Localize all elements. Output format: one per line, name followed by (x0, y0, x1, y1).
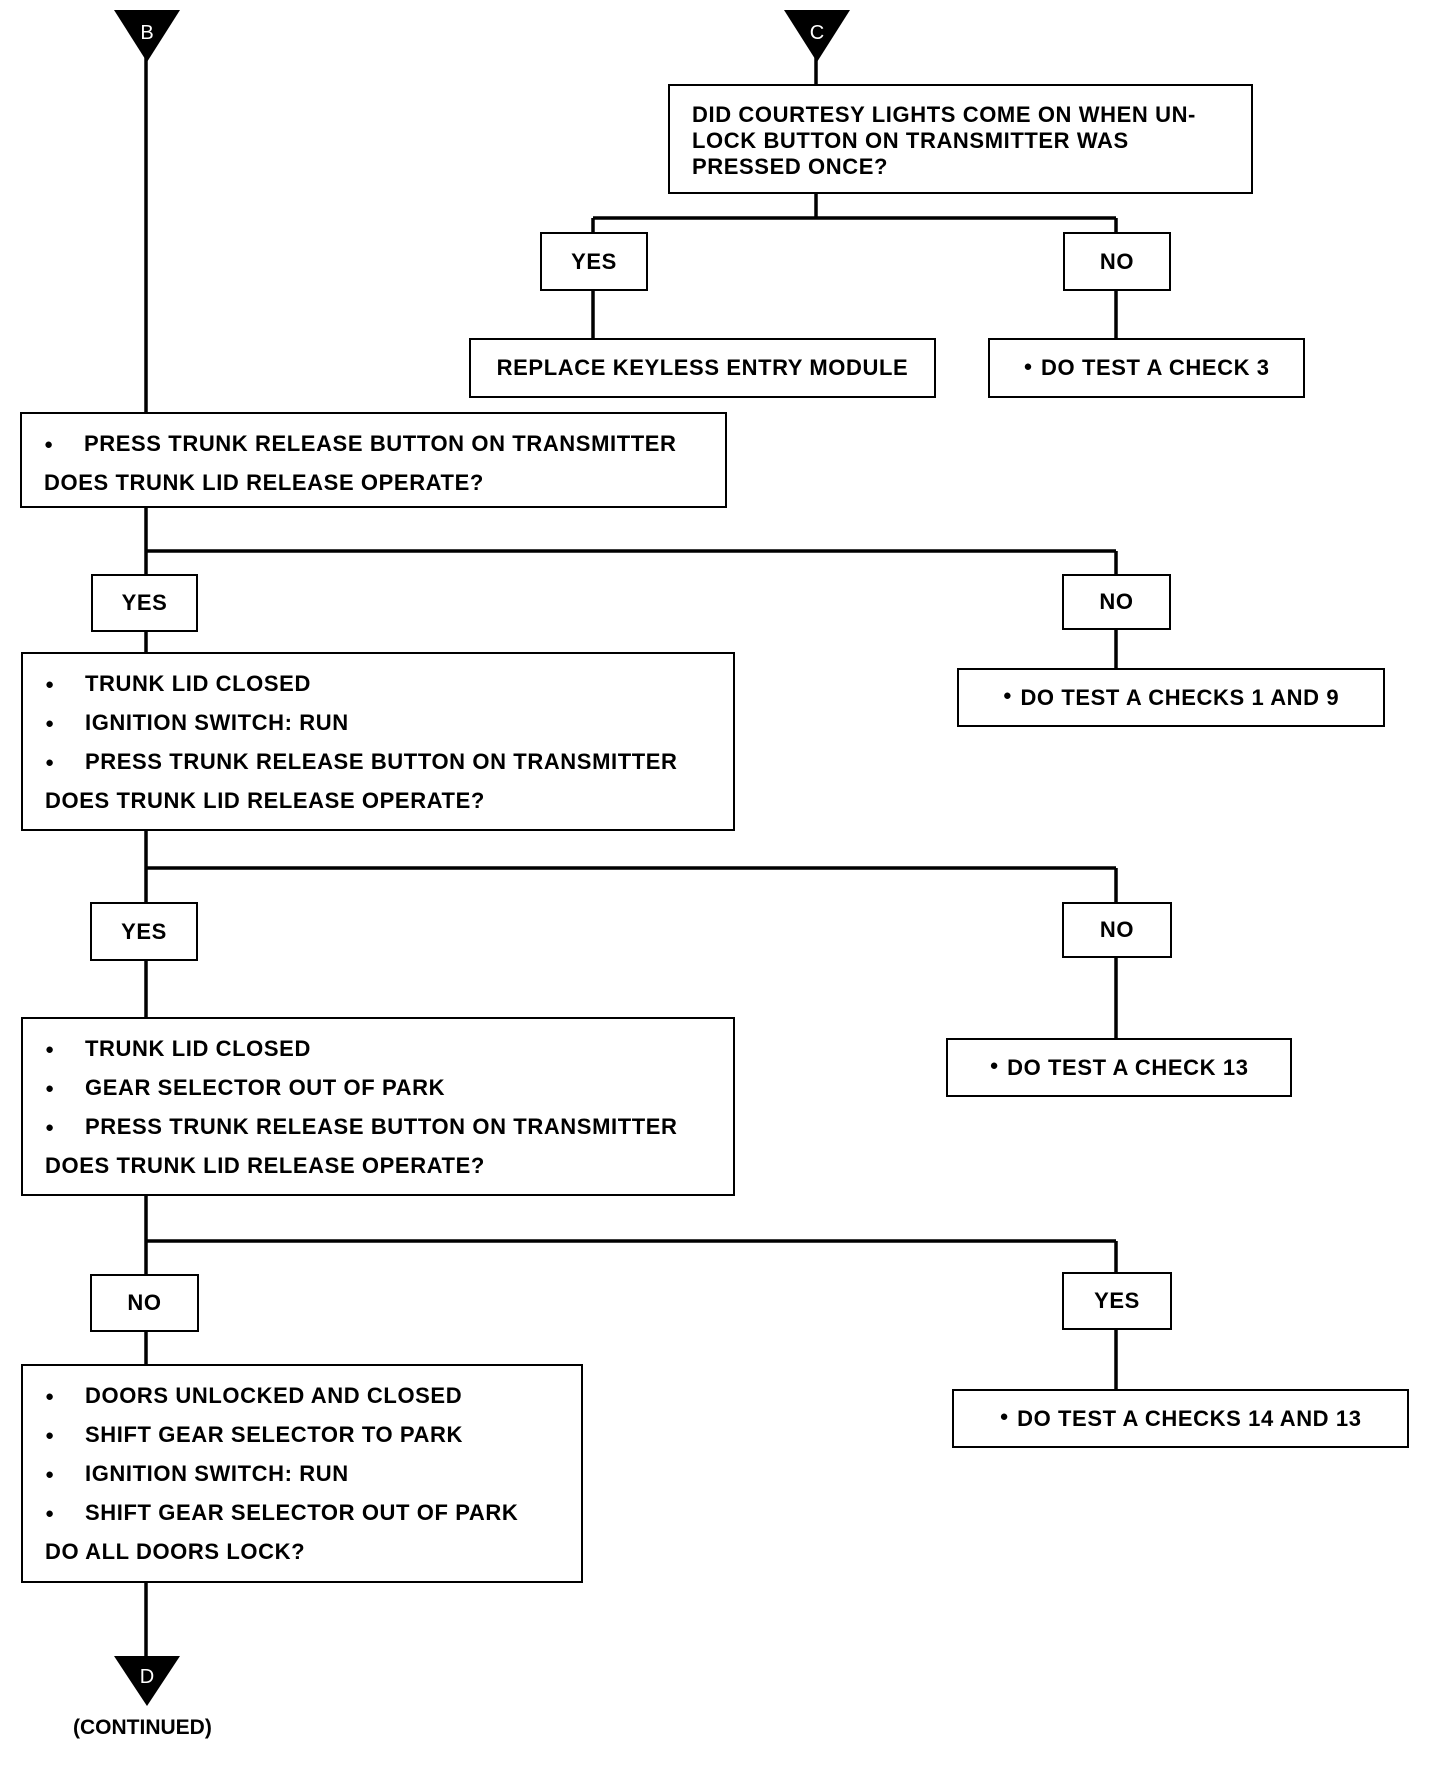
bullet-icon: ● (989, 1057, 1000, 1074)
bullet-icon: ● (1002, 687, 1013, 704)
question-line: DID COURTESY LIGHTS COME ON WHEN UN- (692, 102, 1196, 127)
connector-c-label: C (809, 22, 825, 44)
yes-label: YES (1094, 1288, 1140, 1313)
step-question: DOES TRUNK LID RELEASE OPERATE? (44, 470, 484, 495)
bullet-icon (45, 664, 85, 706)
test-a-check-13-box: ● DO TEST A CHECK 13 (946, 1038, 1292, 1097)
courtesy-lights-question-box: DID COURTESY LIGHTS COME ON WHEN UN- LOC… (668, 84, 1253, 194)
yes-label: YES (121, 590, 168, 615)
step-bullet: SHIFT GEAR SELECTOR OUT OF PARK (45, 1493, 559, 1532)
bullet-icon: ● (999, 1408, 1010, 1425)
action-label: REPLACE KEYLESS ENTRY MODULE (496, 355, 909, 380)
bullet-icon (44, 424, 84, 466)
step3-no-box: NO (90, 1274, 199, 1332)
bullet-icon (45, 742, 85, 784)
step-question: DO ALL DOORS LOCK? (45, 1539, 306, 1564)
step3-box: TRUNK LID CLOSED GEAR SELECTOR OUT OF PA… (21, 1017, 735, 1196)
step4-box: DOORS UNLOCKED AND CLOSED SHIFT GEAR SEL… (21, 1364, 583, 1583)
step1-yes-box: YES (91, 574, 198, 632)
c-yes-box: YES (540, 232, 648, 291)
bullet-icon (45, 1029, 85, 1071)
step2-box: TRUNK LID CLOSED IGNITION SWITCH: RUN PR… (21, 652, 735, 831)
action-label: DO TEST A CHECKS 1 AND 9 (1020, 684, 1340, 710)
action-label: DO TEST A CHECK 13 (1007, 1054, 1249, 1080)
question-line: PRESSED ONCE? (692, 154, 889, 179)
step-question: DOES TRUNK LID RELEASE OPERATE? (45, 788, 485, 813)
no-label: NO (127, 1290, 162, 1315)
c-no-box: NO (1063, 232, 1171, 291)
step-question: DOES TRUNK LID RELEASE OPERATE? (45, 1153, 485, 1178)
test-a-checks-1-9-box: ● DO TEST A CHECKS 1 AND 9 (957, 668, 1385, 727)
bullet-icon: ● (1023, 357, 1034, 375)
step-bullet: IGNITION SWITCH: RUN (45, 1454, 559, 1493)
continued-label: (CONTINUED) (73, 1716, 212, 1739)
connector-c-triangle (784, 10, 850, 62)
step2-yes-box: YES (90, 902, 198, 961)
no-label: NO (1099, 248, 1135, 274)
step-bullet: PRESS TRUNK RELEASE BUTTON ON TRANSMITTE… (44, 424, 703, 463)
step1-no-box: NO (1062, 574, 1171, 630)
step-bullet: TRUNK LID CLOSED (45, 664, 711, 703)
step-bullet: GEAR SELECTOR OUT OF PARK (45, 1068, 711, 1107)
step-bullet: SHIFT GEAR SELECTOR TO PARK (45, 1415, 559, 1454)
step-bullet: TRUNK LID CLOSED (45, 1029, 711, 1068)
step-bullet: PRESS TRUNK RELEASE BUTTON ON TRANSMITTE… (45, 742, 711, 781)
step-bullet: IGNITION SWITCH: RUN (45, 703, 711, 742)
connector-b-label: B (140, 22, 154, 44)
yes-label: YES (571, 248, 617, 274)
bullet-icon (45, 1068, 85, 1110)
step2-no-box: NO (1062, 902, 1172, 958)
no-label: NO (1099, 917, 1135, 942)
action-label: DO TEST A CHECKS 14 AND 13 (1017, 1405, 1362, 1431)
step-bullet: DOORS UNLOCKED AND CLOSED (45, 1376, 559, 1415)
replace-module-box: REPLACE KEYLESS ENTRY MODULE (469, 338, 936, 398)
test-a-check-3-box: ● DO TEST A CHECK 3 (988, 338, 1305, 398)
connector-b-triangle (114, 10, 180, 62)
bullet-icon (45, 703, 85, 745)
step-bullet: PRESS TRUNK RELEASE BUTTON ON TRANSMITTE… (45, 1107, 711, 1146)
step1-box: PRESS TRUNK RELEASE BUTTON ON TRANSMITTE… (20, 412, 727, 508)
action-label: DO TEST A CHECK 3 (1041, 355, 1270, 380)
bullet-icon (45, 1493, 85, 1535)
yes-label: YES (121, 918, 167, 944)
connector-d-triangle (114, 1656, 180, 1706)
bullet-icon (45, 1454, 85, 1496)
bullet-icon (45, 1376, 85, 1418)
step3-yes-box: YES (1062, 1272, 1172, 1330)
question-line: LOCK BUTTON ON TRANSMITTER WAS (692, 128, 1129, 153)
connector-d-label: D (139, 1666, 155, 1688)
bullet-icon (45, 1107, 85, 1149)
bullet-icon (45, 1415, 85, 1457)
test-a-checks-14-13-box: ● DO TEST A CHECKS 14 AND 13 (952, 1389, 1409, 1448)
no-label: NO (1099, 589, 1134, 614)
